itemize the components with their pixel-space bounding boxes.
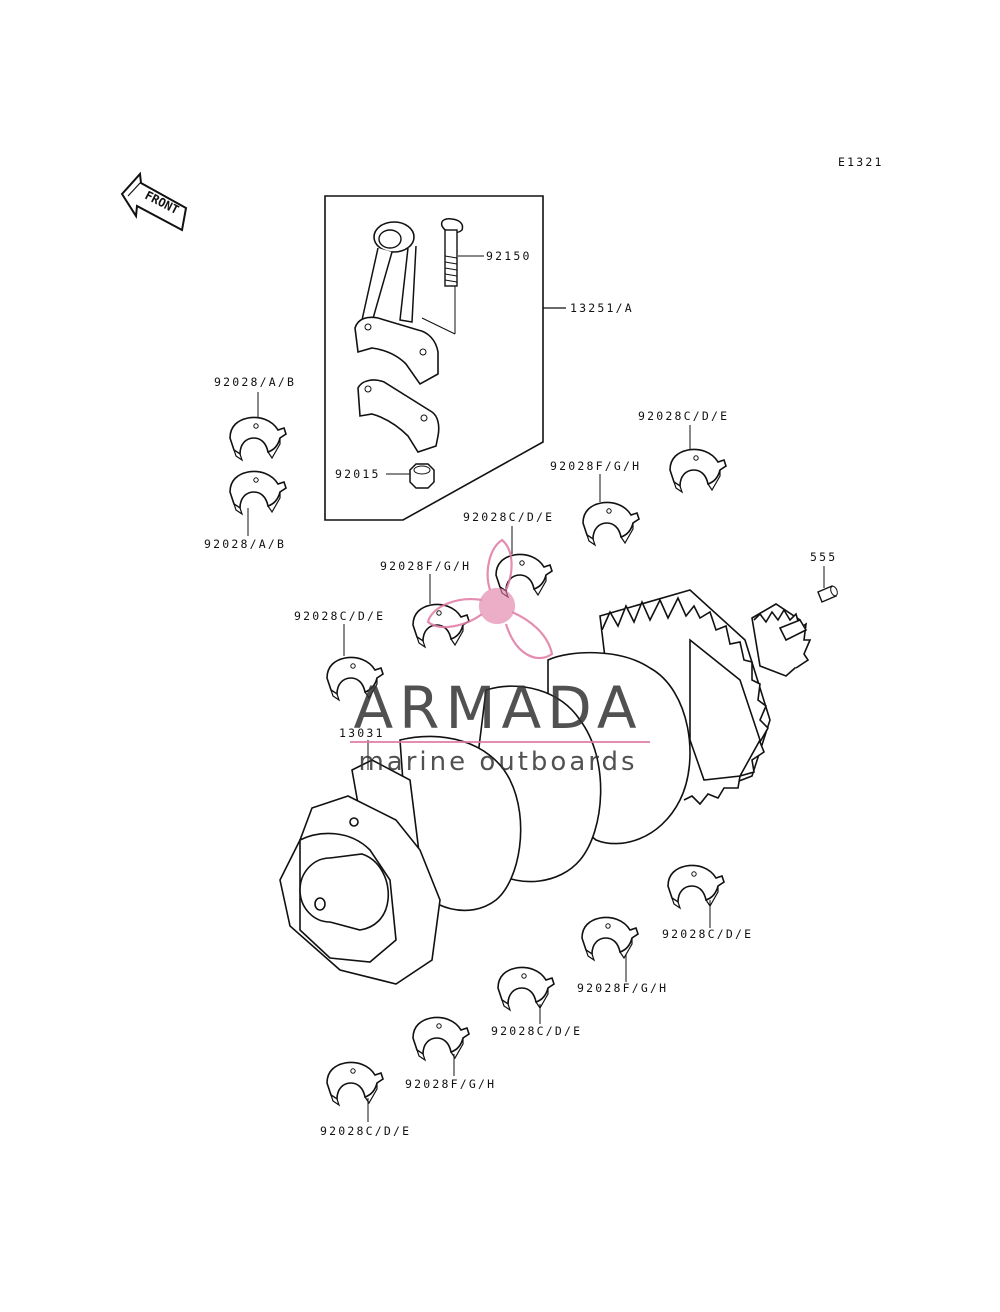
bearing-shell-92028ab-lower [229,470,287,515]
diagram-id: E1321 [838,155,884,169]
label-13251-a: 13251/A [570,301,634,315]
label-92028fgh-r2: 92028F/G/H [380,559,471,573]
bearing-shell-92028cde-l1 [667,864,725,909]
label-92028fgh-l2: 92028F/G/H [405,1077,496,1091]
label-92028cde-r3: 92028C/D/E [294,609,385,623]
label-555: 555 [810,550,837,564]
connecting-rod [354,221,456,386]
dowel-pin [817,566,838,603]
watermark-tagline: marine outboards [358,747,637,777]
watermark: ARMADA marine outboards [350,538,650,777]
label-92028ab-bottom: 92028/A/B [204,537,286,551]
rod-nut [386,463,435,489]
label-92028cde-l2: 92028C/D/E [491,1024,582,1038]
bearing-shell-92028fgh-l2 [412,1016,470,1061]
bearing-shell-92028cde-l2 [497,966,555,1011]
label-92028cde-l3: 92028C/D/E [320,1124,411,1138]
bearing-shell-92028cde-r1 [669,448,727,493]
label-92028fgh-l1: 92028F/G/H [577,981,668,995]
label-92015: 92015 [335,467,381,481]
label-92028cde-r2: 92028C/D/E [463,510,554,524]
bearing-shell-92028fgh-r1 [582,501,640,546]
label-92028fgh-r1: 92028F/G/H [550,459,641,473]
connecting-rod-cap [357,379,440,453]
label-92028ab-top: 92028/A/B [214,375,296,389]
label-13031: 13031 [339,726,385,740]
label-92150: 92150 [486,249,532,263]
bearing-shell-92028ab-upper [229,416,287,461]
bearing-shell-92028fgh-l1 [581,916,639,961]
front-arrow-icon: FRONT [120,171,188,232]
crankshaft [279,589,812,985]
propeller-logo-icon [426,538,554,660]
label-92028cde-l1: 92028C/D/E [662,927,753,941]
bearing-shell-92028cde-l3 [326,1061,384,1106]
watermark-brand: ARMADA [353,674,642,742]
connecting-rod-assembly-box [324,195,566,521]
rod-bolt [440,218,484,287]
label-92028cde-r1: 92028C/D/E [638,409,729,423]
